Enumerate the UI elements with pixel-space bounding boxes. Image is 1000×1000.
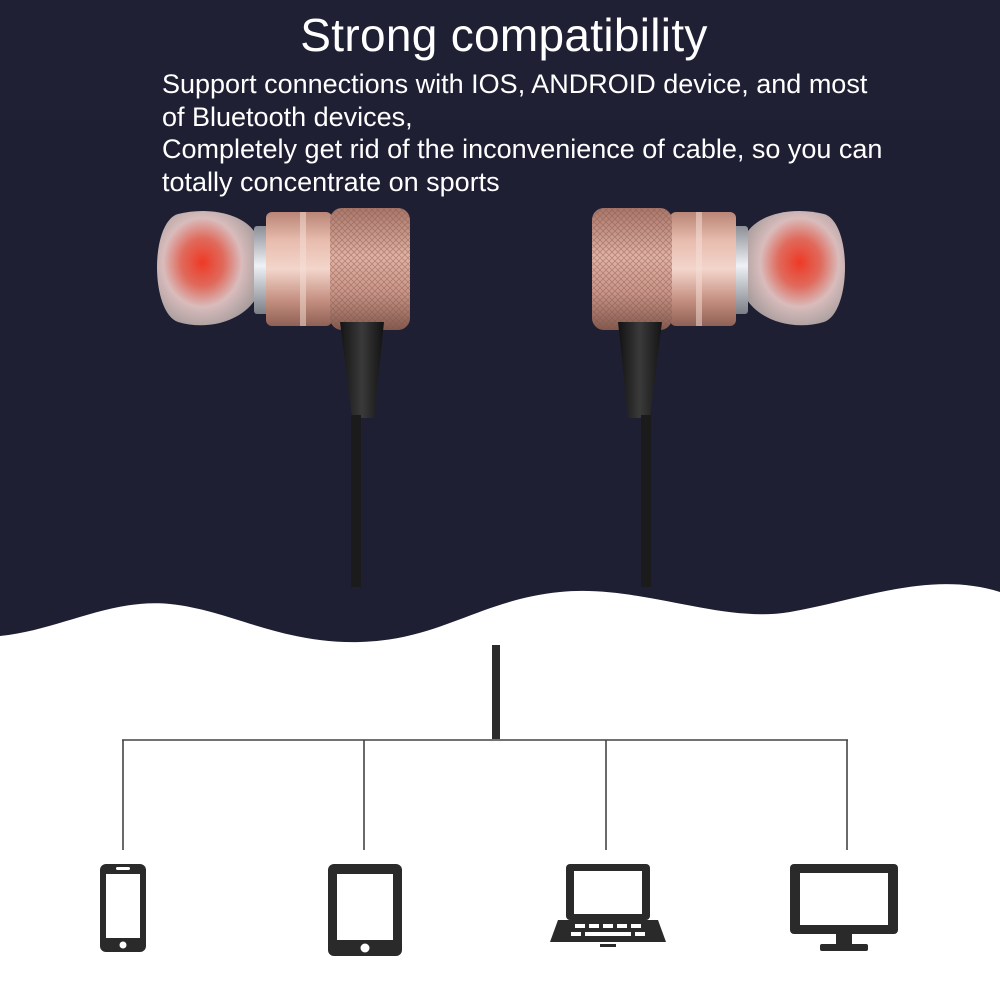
dark-backdrop [0, 0, 1000, 643]
tablet-icon [328, 864, 402, 956]
description: Support connections with IOS, ANDROID de… [162, 68, 982, 198]
smartphone-icon [100, 864, 146, 952]
description-line: Support connections with IOS, ANDROID de… [162, 69, 868, 99]
description-line: of Bluetooth devices, [162, 101, 413, 132]
description-line: Completely get rid of the inconvenience … [162, 134, 883, 164]
laptop-icon [550, 864, 666, 947]
description-line: totally concentrate on sports [162, 166, 500, 197]
connection-lines [122, 739, 848, 850]
backdrop-shade [0, 0, 1000, 120]
heading: Strong compatibility [300, 9, 708, 61]
monitor-icon [790, 864, 898, 951]
main-cable [492, 645, 500, 739]
